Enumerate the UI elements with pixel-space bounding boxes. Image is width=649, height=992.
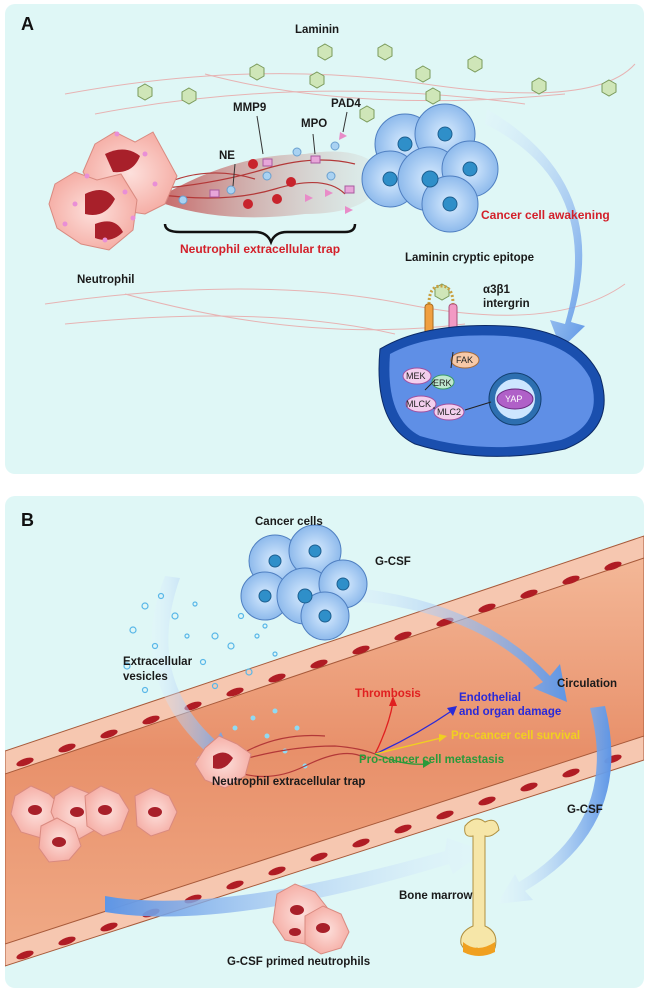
net-brace: [163, 223, 357, 246]
endothelial-arrow: [374, 709, 454, 755]
cryptic-epitope-label: Laminin cryptic epitope: [405, 252, 535, 264]
panel-b: B Cancer cells G-CSF Extracellular vesic…: [5, 496, 644, 988]
gcsf-bottom-label: G-CSF: [567, 804, 603, 816]
mpo-label: MPO: [301, 118, 328, 130]
survival-arrow: [374, 737, 442, 755]
mmp9-label: MMP9: [233, 102, 267, 114]
erk-label: ERK: [433, 378, 452, 388]
bone-marrow-label: Bone marrow: [399, 890, 473, 902]
extracellular-vesicles: [123, 592, 278, 694]
panel-b-letter: B: [21, 510, 34, 530]
neutrophil-cells: [48, 131, 178, 251]
circulating-neutrophils: [10, 785, 178, 863]
circulation-to-marrow-arrow: [497, 706, 612, 904]
net-label: Neutrophil extracellular trap: [180, 242, 341, 256]
vessel-net: [194, 734, 376, 789]
fak-label: FAK: [456, 355, 474, 365]
primed-neutrophils: [272, 883, 350, 955]
laminin-hexagons: [137, 43, 617, 123]
panel-a-letter: A: [21, 14, 34, 34]
endothelial-label-line1: Endothelial: [459, 692, 521, 704]
laminin-fibers: [44, 63, 636, 335]
survival-label: Pro-cancer cell survival: [451, 730, 581, 742]
pad4-label: PAD4: [331, 98, 361, 110]
thrombosis-label: Thrombosis: [355, 688, 421, 700]
mek-label: MEK: [406, 371, 426, 381]
neutrophil-label: Neutrophil: [77, 274, 135, 286]
integrin-label-line2: intergrin: [483, 298, 530, 310]
ev-label-line2: vesicles: [123, 671, 168, 683]
cancer-cells-label: Cancer cells: [255, 516, 323, 528]
yap-label: YAP: [505, 394, 523, 404]
primed-neutrophils-label: G-CSF primed neutrophils: [227, 956, 371, 968]
cancer-cell-cluster: [361, 103, 499, 233]
metastasis-label: Pro-cancer cell metastasis: [359, 754, 505, 766]
vessel-net-label: Neutrophil extracellular trap: [212, 776, 366, 788]
panel-b-illustration: [5, 524, 644, 967]
circulation-label: Circulation: [557, 678, 618, 690]
mlc2-label: MLC2: [437, 407, 462, 417]
net-cloud: [165, 151, 385, 218]
awakened-cancer-cell: [378, 325, 605, 457]
endothelial-label-line2: and organ damage: [459, 706, 562, 718]
bone-marrow-bone: [460, 818, 500, 956]
panel-a: A Laminin MMP9 MPO PAD4 NE Neutrophil Ne…: [5, 4, 644, 474]
ne-label: NE: [219, 150, 235, 162]
cancer-cells-cluster: [240, 524, 368, 641]
metastasis-arrow: [374, 753, 426, 765]
laminin-label: Laminin: [295, 24, 340, 36]
thrombosis-arrow: [374, 701, 394, 755]
ev-label-line1: Extracellular: [123, 656, 193, 668]
panel-a-illustration: [44, 43, 636, 457]
integrin-label-line1: α3β1: [483, 284, 510, 296]
net-particles: [178, 111, 355, 214]
mlck-label: MLCK: [406, 399, 432, 409]
awakening-arrow: [485, 109, 585, 349]
cancer-awakening-label: Cancer cell awakening: [481, 208, 610, 222]
gcsf-top-label: G-CSF: [375, 556, 411, 568]
